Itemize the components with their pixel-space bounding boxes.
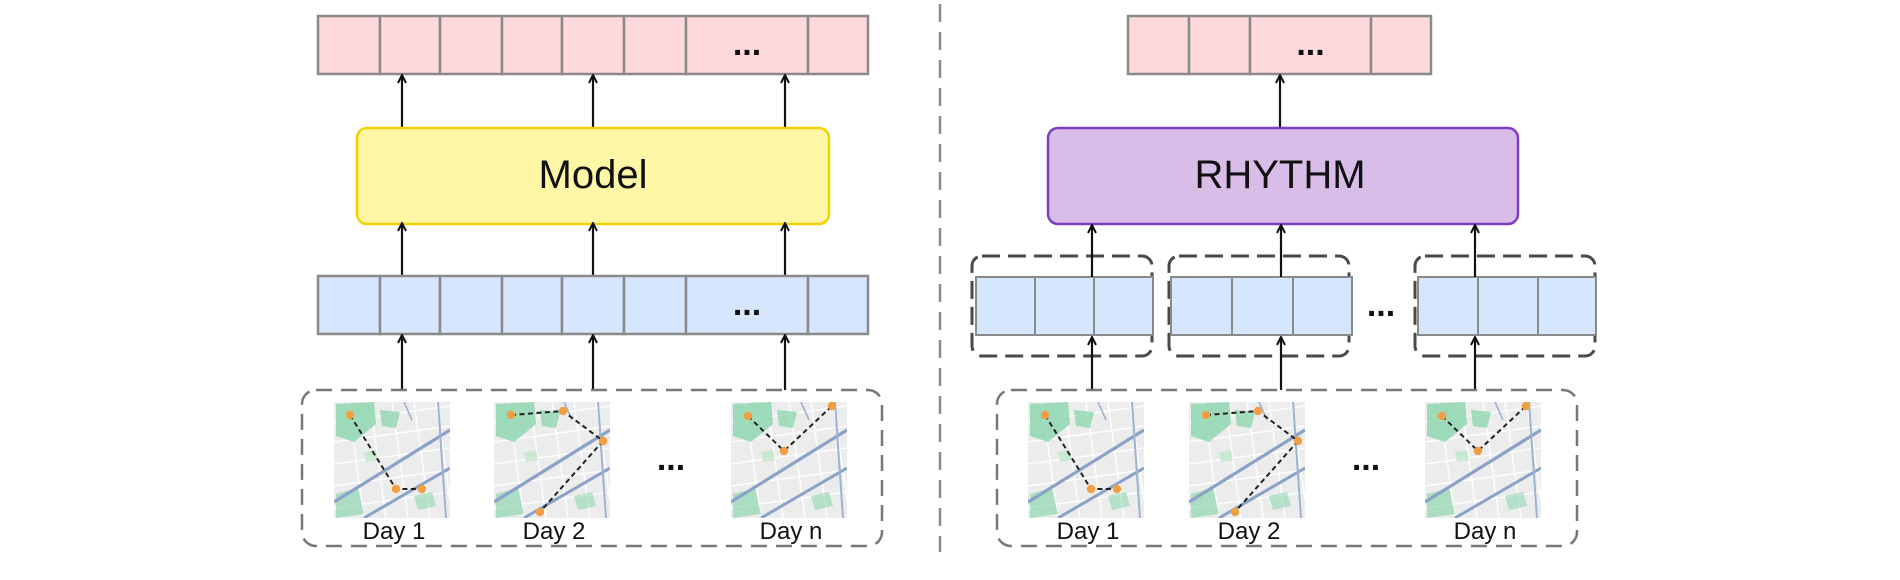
model-block: Model bbox=[355, 126, 831, 226]
output-cell bbox=[378, 14, 442, 76]
daily-trajectories-container bbox=[995, 388, 1579, 548]
day-label-1: Day 1 bbox=[1057, 518, 1120, 545]
map-thumbnail-day-n bbox=[1425, 401, 1541, 518]
input-cell bbox=[438, 274, 504, 336]
map-thumbnail-day-n bbox=[731, 401, 847, 518]
output-cell bbox=[1126, 14, 1191, 76]
right-panel: ... RHYTHM ... bbox=[970, 14, 1597, 548]
output-cell bbox=[806, 14, 870, 76]
input-cell bbox=[1537, 276, 1597, 336]
day-label-1: Day 1 bbox=[363, 518, 426, 545]
output-cell bbox=[1248, 14, 1373, 76]
rhythm-label: RHYTHM bbox=[1194, 153, 1365, 197]
output-sequence: ... bbox=[316, 14, 870, 76]
input-cell bbox=[1093, 276, 1154, 336]
model-label: Model bbox=[539, 153, 648, 197]
output-cell bbox=[560, 14, 626, 76]
day-label-n: Day n bbox=[760, 518, 823, 545]
segment-2 bbox=[1167, 226, 1353, 390]
input-cell bbox=[316, 274, 382, 336]
input-cell bbox=[1477, 276, 1539, 336]
output-cell bbox=[622, 14, 688, 76]
input-cell bbox=[806, 274, 870, 336]
arrow-group-input-to-model bbox=[402, 224, 785, 276]
output-cell-text: ... bbox=[1296, 25, 1324, 63]
map-ellipsis: ... bbox=[657, 440, 685, 478]
arrow-group-model-to-output bbox=[402, 76, 785, 128]
input-cell bbox=[500, 274, 564, 336]
input-cell bbox=[378, 274, 442, 336]
output-cell bbox=[316, 14, 382, 76]
output-cell bbox=[500, 14, 564, 76]
input-cell bbox=[1034, 276, 1095, 336]
segment-2-cells bbox=[1170, 276, 1353, 336]
map-thumbnail-day-1 bbox=[1028, 402, 1144, 518]
map-thumbnail-day-2 bbox=[494, 402, 610, 518]
map-ellipsis: ... bbox=[1352, 440, 1380, 478]
arrow-group-days-to-input bbox=[402, 336, 785, 390]
input-cell bbox=[560, 274, 626, 336]
daily-trajectories-container bbox=[300, 388, 884, 548]
segment-n bbox=[1413, 226, 1597, 390]
segment-n-cells bbox=[1417, 276, 1597, 336]
map-thumbnail-day-1 bbox=[334, 402, 450, 518]
output-cell bbox=[1187, 14, 1252, 76]
output-sequence: ... bbox=[1126, 14, 1433, 76]
input-cell bbox=[1417, 276, 1479, 336]
output-cell bbox=[438, 14, 504, 76]
output-cell bbox=[684, 14, 810, 76]
input-sequence: ... bbox=[316, 274, 870, 336]
day-label-2: Day 2 bbox=[523, 518, 586, 545]
output-cell bbox=[1369, 14, 1433, 76]
map-thumbnail-day-2 bbox=[1189, 402, 1305, 518]
input-cell bbox=[622, 274, 688, 336]
segment-ellipsis: ... bbox=[1367, 286, 1395, 324]
input-cell bbox=[1170, 276, 1233, 336]
left-panel: ... Model ... bbox=[300, 14, 884, 548]
day-label-2: Day 2 bbox=[1218, 518, 1281, 545]
day-label-n: Day n bbox=[1454, 518, 1517, 545]
segment-1 bbox=[970, 226, 1154, 390]
input-cell bbox=[1231, 276, 1294, 336]
rhythm-block: RHYTHM bbox=[1046, 126, 1520, 226]
input-cell-text: ... bbox=[733, 285, 761, 323]
input-cell bbox=[1292, 276, 1353, 336]
segment-1-cells bbox=[975, 276, 1154, 336]
output-cell-text: ... bbox=[733, 25, 761, 63]
input-cell bbox=[975, 276, 1036, 336]
